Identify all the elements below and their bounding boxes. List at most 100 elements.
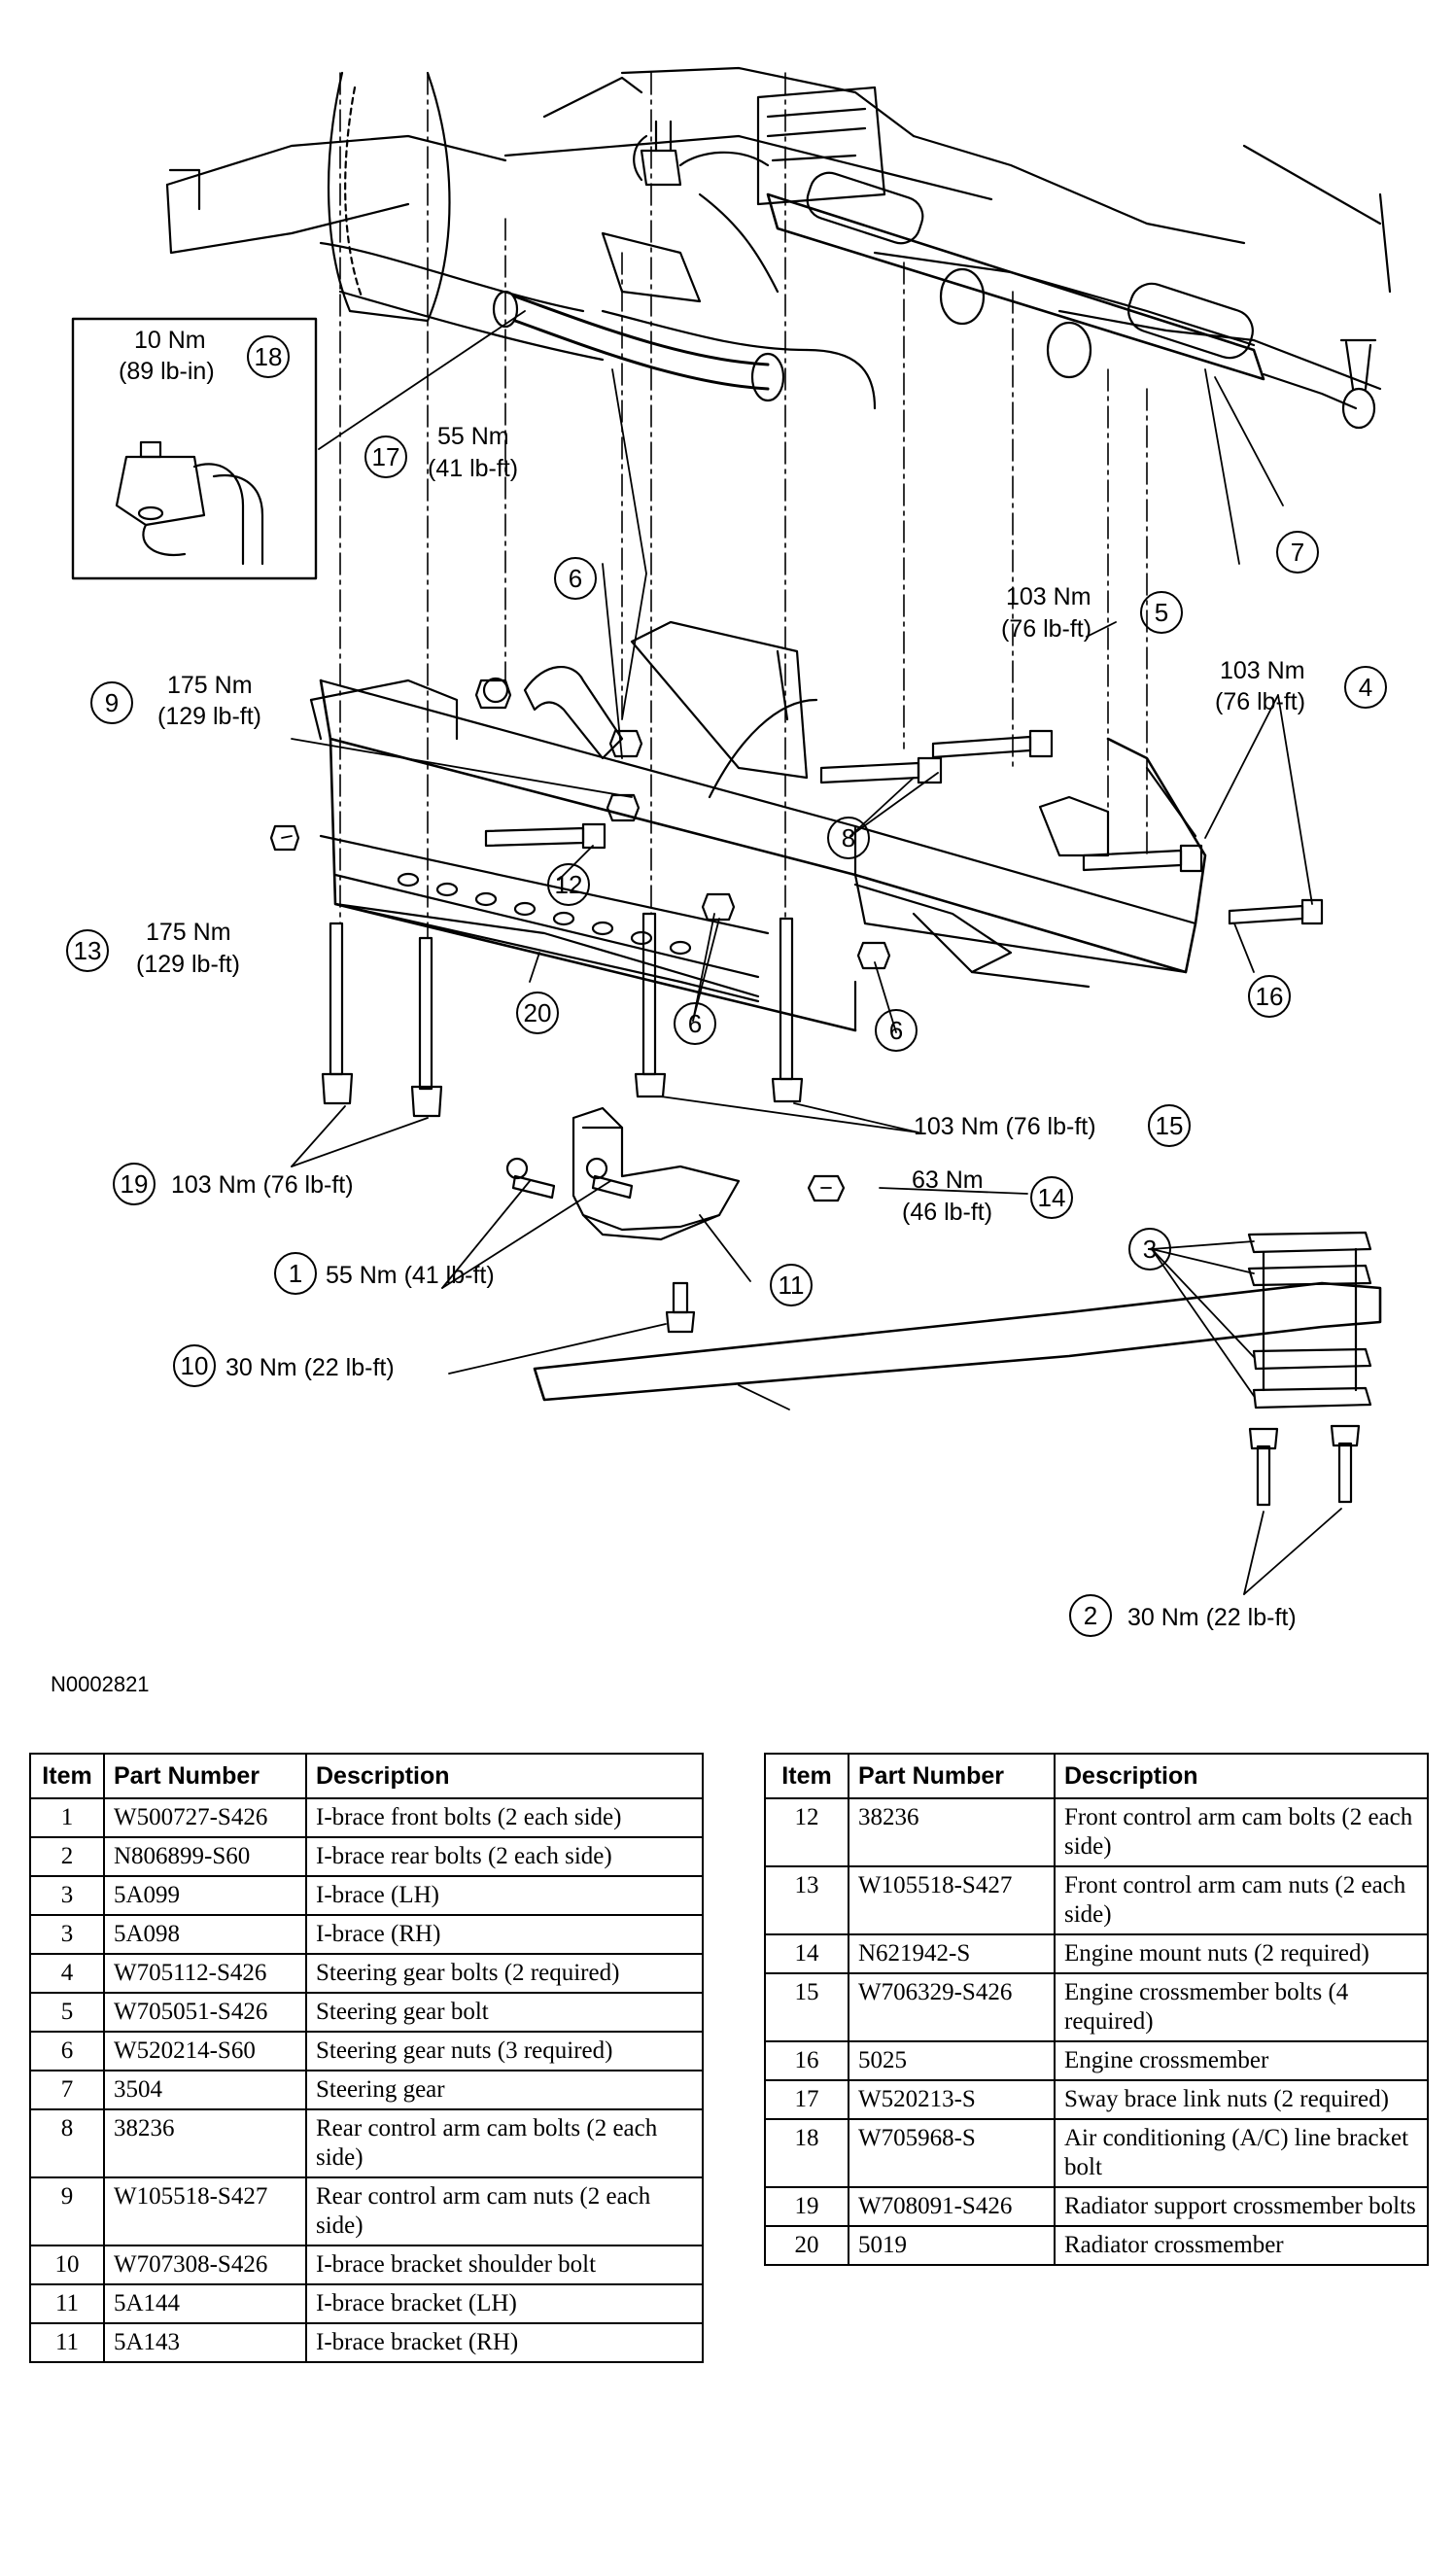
header-description: Description	[1054, 1753, 1429, 1799]
engine-crossmember-bolts	[634, 912, 804, 1103]
torque-label-15: 103 Nm (76 lb-ft)	[914, 1113, 1096, 1140]
header-part-number: Part Number	[103, 1753, 307, 1799]
cell-part-number: W707308-S426	[103, 2245, 307, 2285]
cell-item: 10	[29, 2245, 105, 2285]
callout-4-number: 4	[1359, 673, 1372, 702]
callout-20-number: 20	[524, 998, 552, 1027]
cell-description: Engine crossmember bolts (4 required)	[1054, 1972, 1429, 2042]
torque-label-13-lbft: (129 lb-ft)	[136, 951, 240, 978]
torque-label-4-lbft: (76 lb-ft)	[1215, 688, 1305, 715]
cell-item: 5	[29, 1992, 105, 2033]
cell-item: 15	[764, 1972, 849, 2042]
cell-description: Front control arm cam nuts (2 each side)	[1054, 1865, 1429, 1935]
table-header-row: Item Part Number Description	[29, 1753, 704, 1799]
cell-item: 8	[29, 2108, 105, 2178]
cell-item: 7	[29, 2070, 105, 2110]
cell-description: I-brace front bolts (2 each side)	[305, 1797, 704, 1838]
cell-part-number: 5A143	[103, 2322, 307, 2363]
radiator-crossmember-bolts	[321, 922, 443, 1118]
cell-part-number: 5019	[848, 2225, 1056, 2266]
torque-label-14-lbft: (46 lb-ft)	[902, 1199, 992, 1226]
torque-label-10: 30 Nm (22 lb-ft)	[225, 1354, 395, 1381]
cell-description: Front control arm cam bolts (2 each side…	[1054, 1797, 1429, 1867]
nuts	[269, 679, 891, 1202]
torque-label-17-nm: 55 Nm	[437, 423, 509, 450]
cell-item: 2	[29, 1836, 105, 1877]
cell-description: I-brace (RH)	[305, 1914, 704, 1955]
table-header-row: Item Part Number Description	[764, 1753, 1429, 1799]
cell-part-number: 38236	[103, 2108, 307, 2178]
cell-description: Sway brace link nuts (2 required)	[1054, 2079, 1429, 2120]
cell-item: 6	[29, 2031, 105, 2071]
cell-item: 17	[764, 2079, 849, 2120]
header-part-number: Part Number	[848, 1753, 1056, 1799]
radiator-crossmember	[309, 679, 770, 1003]
cell-part-number: W520213-S	[848, 2079, 1056, 2120]
cell-item: 1	[29, 1797, 105, 1838]
figure-code: N0002821	[51, 1672, 150, 1696]
torque-label-2: 30 Nm (22 lb-ft)	[1127, 1604, 1297, 1631]
cell-description: Rear control arm cam bolts (2 each side)	[305, 2108, 704, 2178]
torque-label-19: 103 Nm (76 lb-ft)	[171, 1171, 354, 1199]
torque-label-4-nm: 103 Nm	[1220, 657, 1305, 684]
cell-item: 14	[764, 1933, 849, 1974]
cell-description: Steering gear nuts (3 required)	[305, 2031, 704, 2071]
cell-part-number: 5025	[848, 2040, 1056, 2081]
cell-item: 3	[29, 1875, 105, 1916]
cell-item: 4	[29, 1953, 105, 1994]
cell-description: Rear control arm cam nuts (2 each side)	[305, 2176, 704, 2246]
cell-item: 12	[764, 1797, 849, 1867]
torque-label-17-lbft: (41 lb-ft)	[428, 455, 518, 482]
torque-label-9-nm: 175 Nm	[167, 672, 253, 699]
cell-description: I-brace bracket (LH)	[305, 2283, 704, 2324]
cell-description: I-brace bracket (RH)	[305, 2322, 704, 2363]
cell-description: Steering gear bolt	[305, 1992, 704, 2033]
cell-item: 9	[29, 2176, 105, 2246]
callout-16-number: 16	[1256, 982, 1284, 1011]
cell-part-number: W705112-S426	[103, 1953, 307, 1994]
torque-label-5-lbft: (76 lb-ft)	[1001, 615, 1091, 643]
cell-item: 20	[764, 2225, 849, 2266]
cell-item: 13	[764, 1865, 849, 1935]
alignment-lines	[339, 72, 1148, 939]
cell-item: 11	[29, 2322, 105, 2363]
cell-description: Engine mount nuts (2 required)	[1054, 1933, 1429, 1974]
callout-6-number-top: 6	[569, 564, 582, 593]
cell-item: 16	[764, 2040, 849, 2081]
cell-description: Engine crossmember	[1054, 2040, 1429, 2081]
cell-description: I-brace (LH)	[305, 1875, 704, 1916]
callout-circles	[66, 335, 1387, 1637]
torque-label-5-nm: 103 Nm	[1006, 583, 1091, 610]
callout-3-number: 3	[1143, 1235, 1157, 1264]
torque-label-13-nm: 175 Nm	[146, 919, 231, 946]
i-brace	[533, 1231, 1382, 1410]
callout-1-number: 1	[289, 1259, 302, 1288]
cell-part-number: 3504	[103, 2070, 307, 2110]
engine-crossmember	[319, 620, 1207, 1032]
cell-part-number: W706329-S426	[848, 1972, 1056, 2042]
callout-14-number: 14	[1038, 1183, 1066, 1212]
cell-description: Radiator crossmember	[1054, 2225, 1429, 2266]
cell-description: Radiator support crossmember bolts	[1054, 2186, 1429, 2227]
cell-part-number: W705051-S426	[103, 1992, 307, 2033]
callout-10-number: 10	[181, 1351, 209, 1380]
steering-gear-bolts	[931, 729, 1324, 925]
callout-7-number: 7	[1291, 538, 1304, 567]
callout-9-number: 9	[105, 688, 119, 717]
cell-item: 3	[29, 1914, 105, 1955]
control-arm-cam-bolts	[484, 756, 943, 850]
